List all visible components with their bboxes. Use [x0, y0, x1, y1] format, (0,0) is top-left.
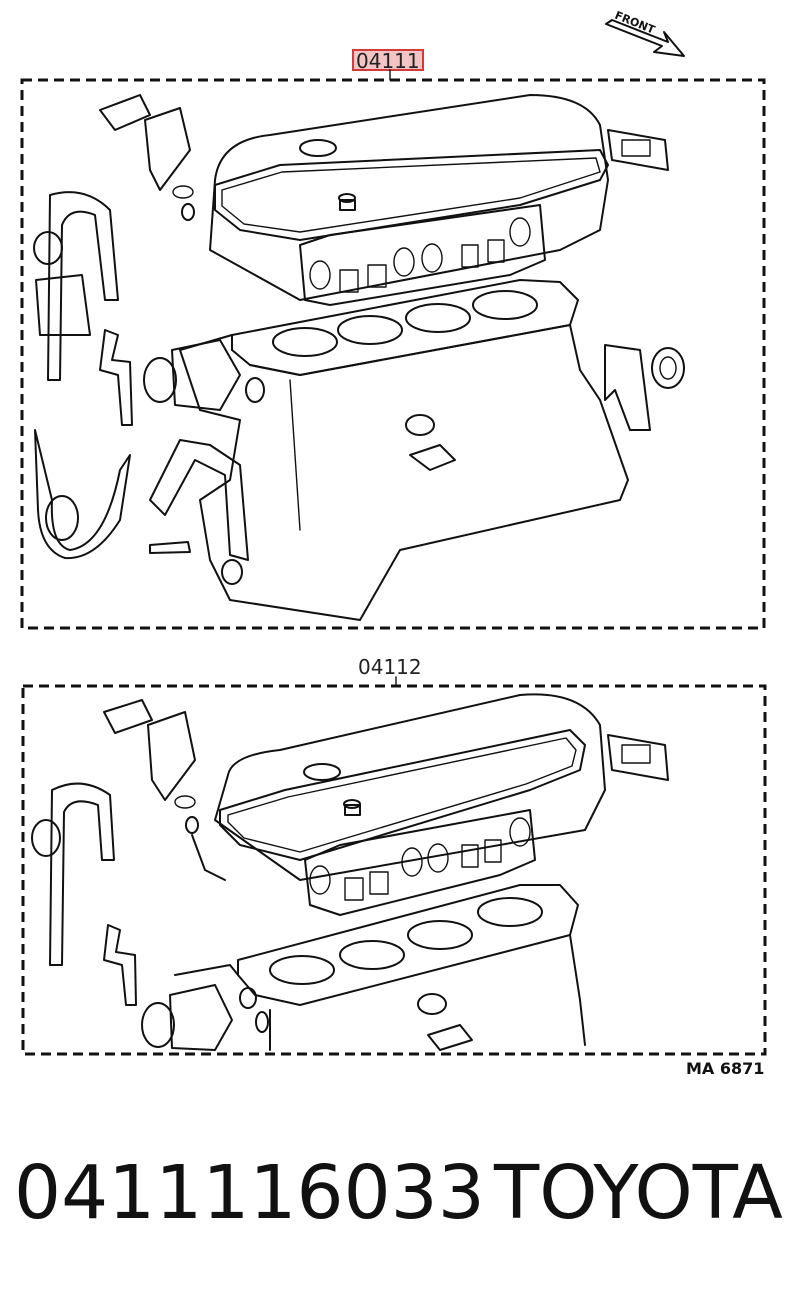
manifold-gasket	[304, 809, 536, 916]
exhaust-gasket-right	[607, 734, 669, 781]
top-kit-label-highlight	[352, 49, 424, 71]
part-number: 0411116033	[14, 1150, 485, 1236]
top-kit-label[interactable]: 04111	[356, 49, 420, 73]
water-outlet	[103, 699, 153, 734]
valve-cover-gasket	[219, 729, 586, 861]
valve-cover-gasket	[214, 149, 609, 241]
timing-seal-bottom-left	[34, 429, 131, 560]
timing-seal-top-left	[47, 191, 119, 381]
part-caption: 0411116033 TOYOTA	[14, 1150, 784, 1260]
bottom-kit-boundary	[21, 684, 767, 1056]
bottom-kit-label[interactable]: 04112	[358, 655, 422, 679]
gasket-kit-diagram: FRONT 04111	[20, 9, 767, 1078]
front-direction-indicator: FRONT	[605, 9, 685, 57]
head-gasket	[237, 884, 579, 1006]
bottom-kit-label-group[interactable]: 04112	[358, 655, 422, 687]
timing-seal-left	[49, 782, 115, 966]
top-kit-label-group[interactable]: 04111	[352, 49, 424, 81]
water-pump	[143, 357, 177, 403]
valve-cover	[209, 94, 609, 301]
engine-block	[174, 934, 586, 1051]
water-outlet	[99, 94, 151, 131]
engine-block	[179, 324, 629, 621]
brand-name: TOYOTA	[494, 1150, 783, 1236]
valve-cover	[214, 693, 606, 881]
bottom-kit-drawing	[31, 693, 669, 1051]
manifold-gasket	[299, 204, 546, 306]
oil-pan-gasket	[149, 439, 249, 561]
top-kit-drawing	[33, 94, 685, 621]
top-kit-boundary	[20, 78, 766, 630]
drawing-code: MA 6871	[686, 1059, 764, 1078]
front-label: FRONT	[613, 9, 657, 37]
oil-seal-right	[651, 347, 685, 389]
water-pump	[141, 1002, 175, 1048]
exhaust-gasket-right	[607, 129, 669, 171]
